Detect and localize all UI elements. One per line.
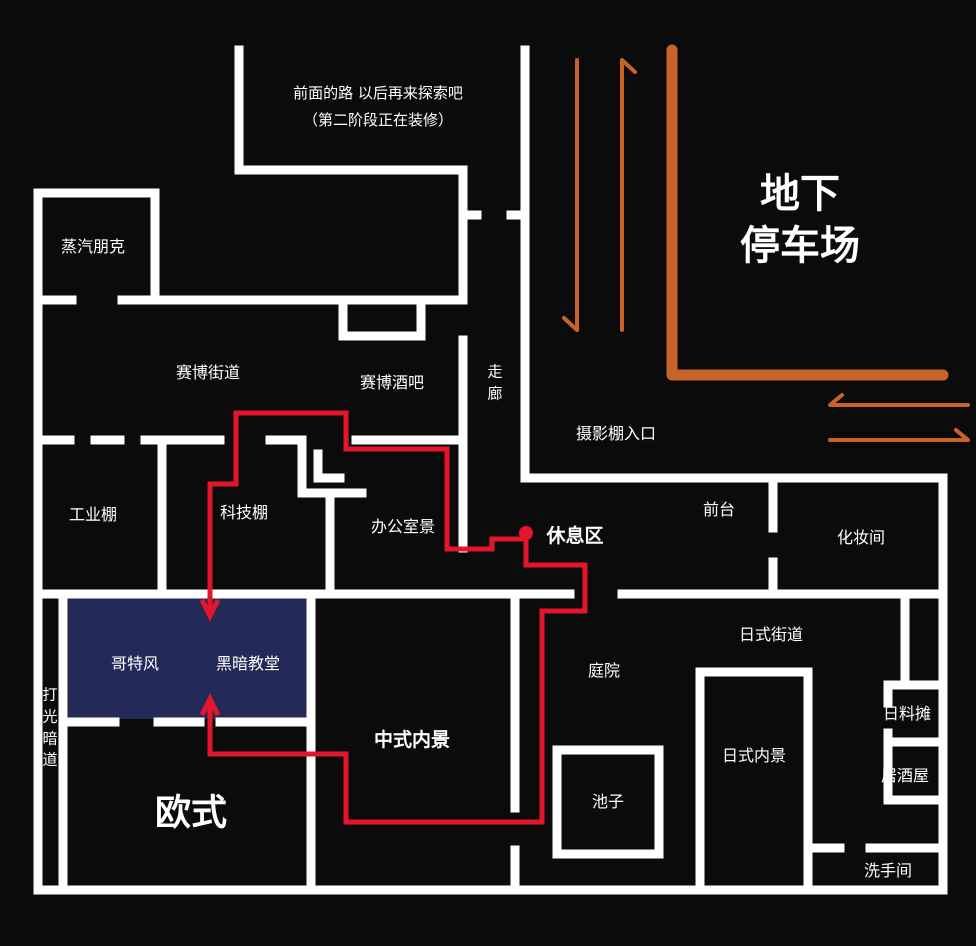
room-corridor[interactable]: 走 廊	[487, 362, 503, 402]
room-gothic[interactable]: 哥特风	[110, 653, 160, 673]
room-japanese-food-stall[interactable]: 日料摊	[882, 703, 932, 723]
tour-route	[199, 410, 588, 825]
wall-cyber-bar-top	[338, 295, 426, 341]
room-front-desk[interactable]: 前台	[702, 499, 736, 519]
room-pond[interactable]: 池子	[591, 791, 625, 811]
notice-line-1: 前面的路 以后再来探索吧	[293, 84, 463, 102]
room-european[interactable]: 欧式	[154, 792, 228, 834]
room-izakaya[interactable]: 居酒屋	[880, 765, 930, 785]
room-chinese-interior[interactable]: 中式内景	[373, 729, 451, 752]
wall-steampunk-top	[33, 188, 160, 305]
wall-tech-notch-b	[313, 449, 345, 483]
room-cyber-street[interactable]: 赛博街道	[175, 362, 241, 382]
rest-area-marker[interactable]	[519, 526, 533, 540]
wall-notice-left	[234, 45, 468, 305]
route-arrow-up	[199, 693, 221, 717]
wall-outer-left-bottom	[33, 188, 948, 895]
room-japanese-street[interactable]: 日式街道	[738, 624, 804, 644]
parking-line-2: 停车场	[740, 223, 860, 269]
gothic-church-highlight	[68, 597, 311, 719]
room-japanese-interior[interactable]: 日式内景	[721, 745, 787, 765]
renovation-notice: 前面的路 以后再来探索吧 （第二阶段正在装修）	[293, 80, 463, 134]
parking-label[interactable]: 地下 停车场	[740, 168, 860, 272]
room-industrial[interactable]: 工业棚	[68, 504, 118, 524]
right-arrow	[828, 428, 970, 442]
route-arrow-down	[199, 598, 221, 622]
room-restroom[interactable]: 洗手间	[863, 860, 913, 880]
room-tech-studio[interactable]: 科技棚	[219, 502, 269, 522]
room-dark-church[interactable]: 黑暗教堂	[215, 653, 281, 673]
room-studio-entrance[interactable]: 摄影棚入口	[575, 423, 657, 443]
wall-pond	[552, 745, 664, 859]
route-line	[207, 410, 588, 825]
parking-line-1: 地下	[760, 171, 840, 217]
wall-tech-notch-a	[297, 435, 367, 498]
room-lighting-passage[interactable]: 打 光 暗 道	[42, 685, 58, 769]
parking-wall	[666, 44, 949, 381]
notice-line-2: （第二阶段正在装修）	[302, 111, 453, 129]
walls	[33, 45, 948, 895]
parking-arrows	[562, 44, 970, 442]
room-makeup[interactable]: 化妆间	[836, 527, 886, 547]
room-courtyard[interactable]: 庭院	[587, 660, 621, 680]
left-arrow	[828, 393, 970, 407]
room-steampunk[interactable]: 蒸汽朋克	[60, 236, 126, 256]
up-arrow	[620, 58, 637, 332]
room-office[interactable]: 办公室景	[370, 516, 436, 536]
wall-japanese-interior	[695, 667, 813, 895]
down-arrow	[562, 58, 579, 332]
room-cyber-bar[interactable]: 赛博酒吧	[359, 372, 425, 392]
wall-corridor-right	[520, 45, 948, 483]
room-rest-area[interactable]: 休息区	[546, 525, 604, 548]
